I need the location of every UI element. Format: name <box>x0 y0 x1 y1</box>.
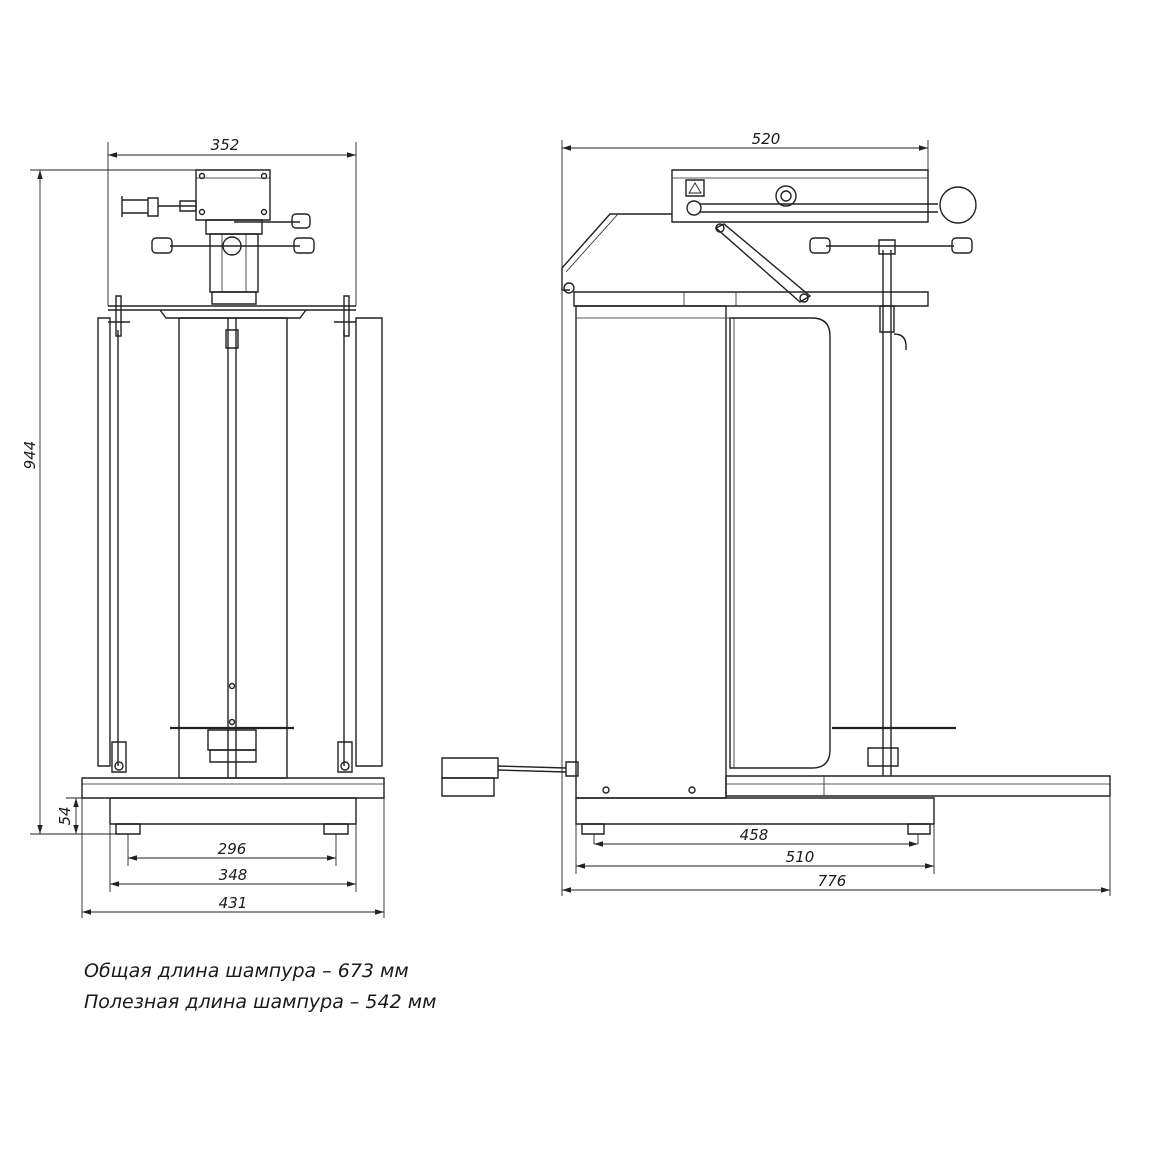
total-skewer-length-note: Общая длина шампура – 673 мм <box>84 960 409 982</box>
front-view <box>82 170 384 834</box>
control-unit-icon <box>442 758 578 796</box>
side-base-depth-label: 510 <box>786 848 815 866</box>
front-top-width-label: 352 <box>211 136 240 154</box>
front-foot-spacing-label: 296 <box>218 840 247 858</box>
knob-icon <box>940 187 976 223</box>
side-foot-spacing-label: 458 <box>740 826 769 844</box>
front-dimensions <box>30 142 384 918</box>
side-view <box>442 170 1110 834</box>
side-overall-depth-label: 776 <box>818 872 847 890</box>
front-base-width-label: 348 <box>219 866 248 884</box>
motor-housing-side <box>672 170 928 222</box>
power-plug-icon <box>122 196 196 217</box>
front-overall-width-label: 431 <box>219 894 248 912</box>
front-height-label: 944 <box>21 441 39 470</box>
motor-housing <box>196 170 270 220</box>
side-top-depth-label: 520 <box>752 130 781 148</box>
side-dimensions <box>562 140 1110 896</box>
front-leg-height-label: 54 <box>56 806 74 825</box>
useful-skewer-length-note: Полезная длина шампура – 542 мм <box>84 991 437 1013</box>
handle-icon <box>152 214 314 255</box>
